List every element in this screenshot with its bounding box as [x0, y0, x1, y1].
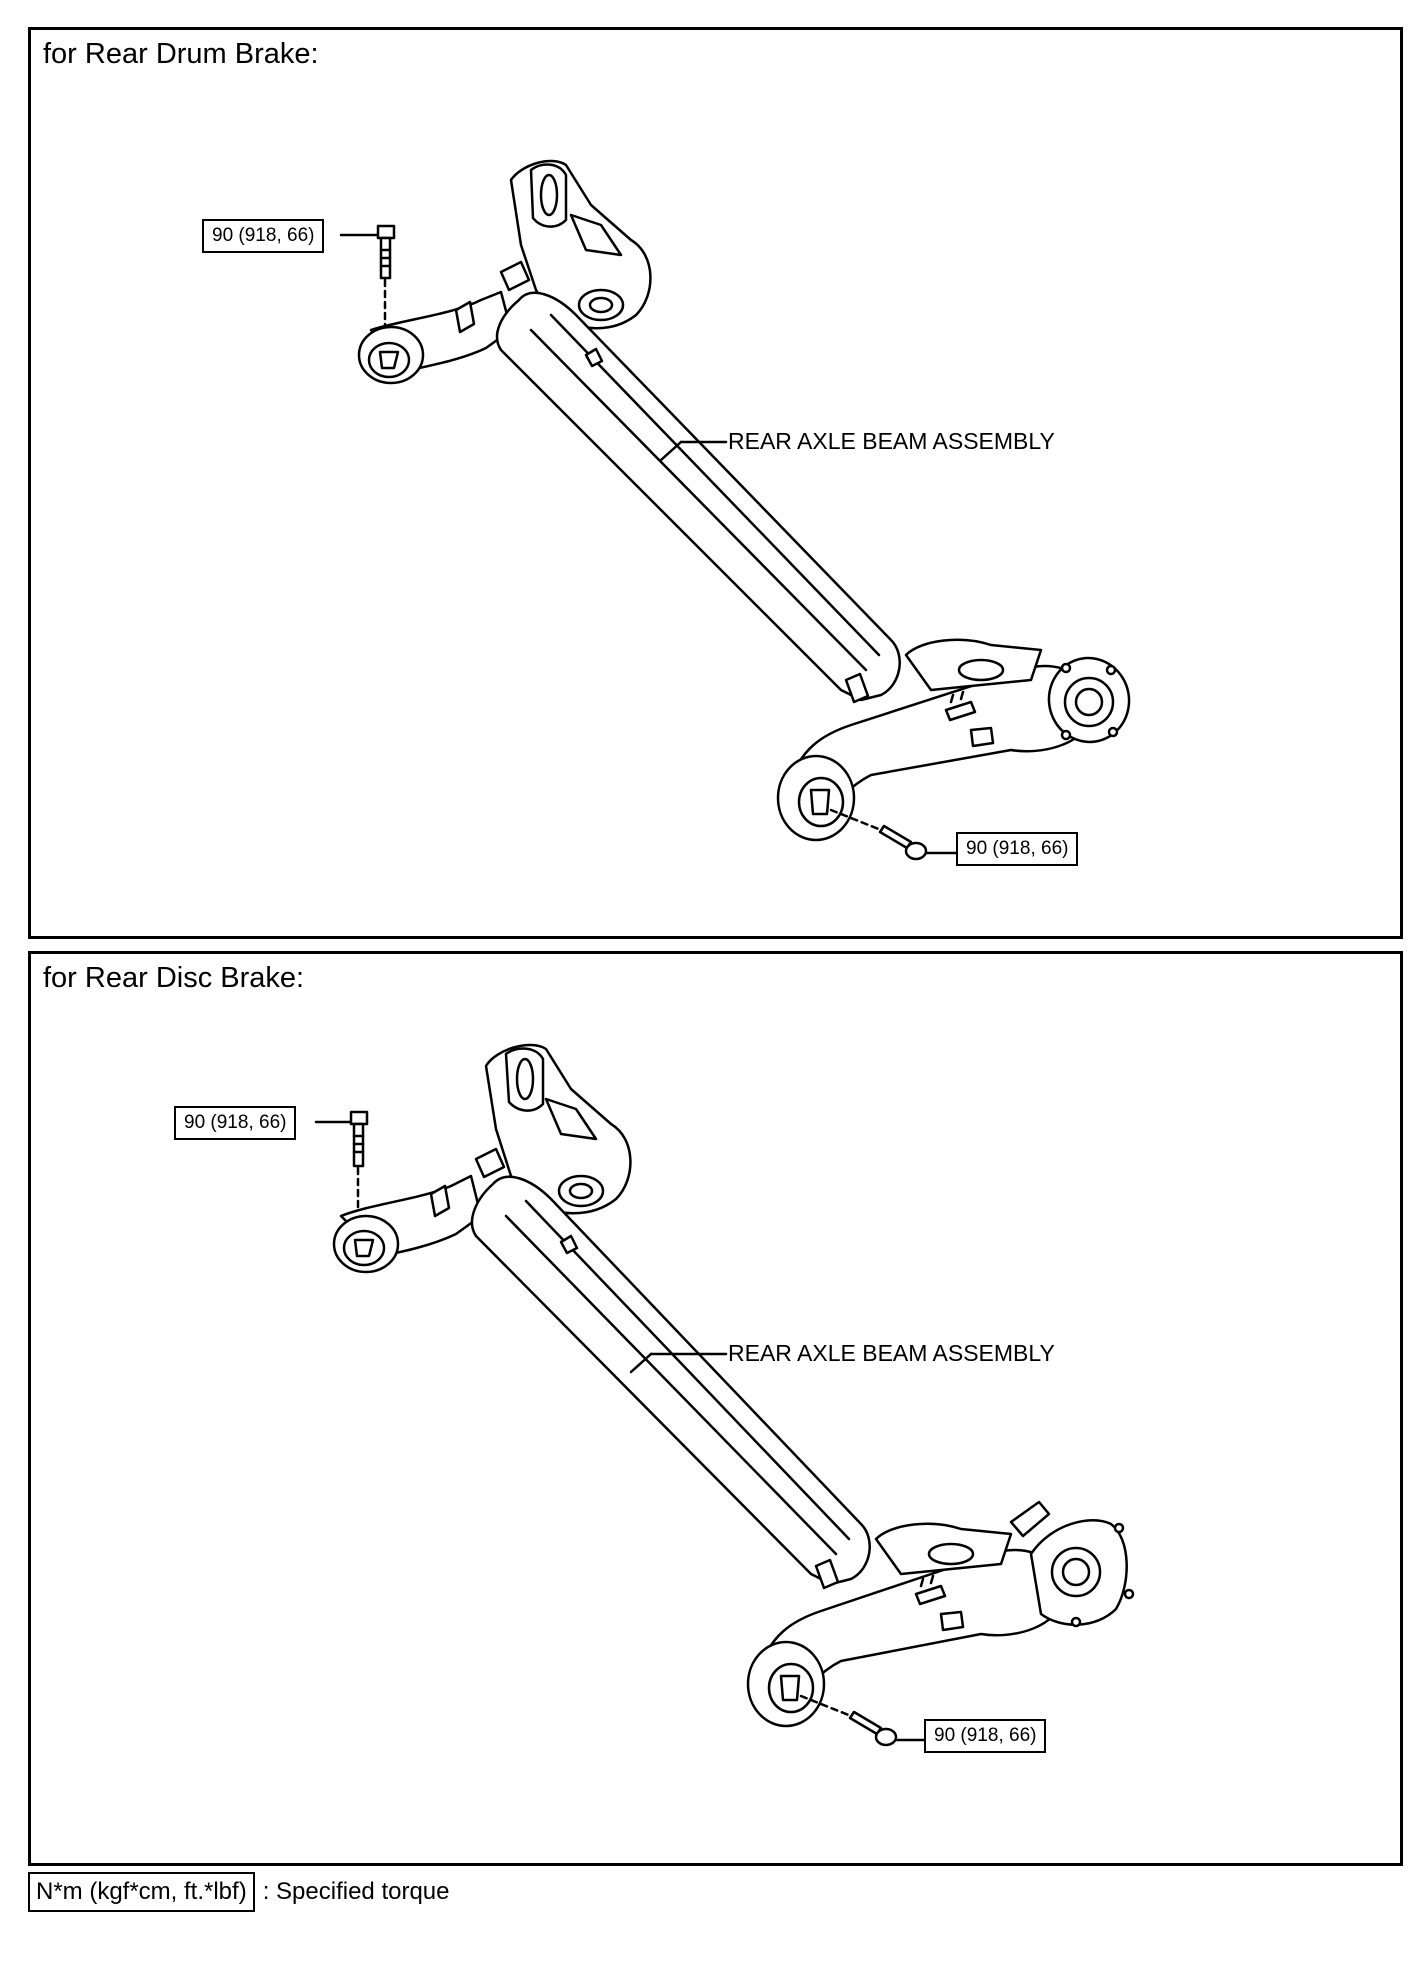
bottom-bolt-torque-box: 90 (918, 66) — [924, 1719, 1047, 1753]
torque-unit-box: N*m (kgf*cm, ft.*lbf) — [28, 1872, 255, 1912]
torque-legend-description: : Specified torque — [262, 1878, 450, 1905]
bottom-bolt-icon — [829, 808, 960, 861]
disc-brake-panel: for Rear Disc Brake: — [28, 951, 1403, 1866]
top-bolt-torque-box: 90 (918, 66) — [202, 219, 325, 253]
axle-beam — [495, 291, 901, 704]
part-label: REAR AXLE BEAM ASSEMBLY — [728, 428, 1055, 454]
drum-brake-axle-drawing — [339, 159, 1131, 861]
disc-brake-axle-drawing — [314, 1043, 1135, 1747]
right-trailing-arm — [776, 638, 1131, 842]
top-bolt-icon — [376, 224, 396, 337]
left-spring-seat — [509, 159, 652, 330]
axle-beam — [470, 1175, 871, 1590]
top-bolt-icon — [349, 1110, 369, 1221]
left-trailing-arm — [332, 1147, 506, 1274]
bottom-bolt-icon — [799, 1694, 928, 1747]
part-label: REAR AXLE BEAM ASSEMBLY — [728, 1340, 1055, 1366]
torque-legend: N*m (kgf*cm, ft.*lbf) : Specified torque — [28, 1872, 450, 1912]
left-spring-seat — [484, 1043, 632, 1215]
bottom-bolt-torque-box: 90 (918, 66) — [956, 832, 1079, 866]
drum-brake-panel: for Rear Drum Brake: — [28, 27, 1403, 939]
disc-brake-title: for Rear Disc Brake: — [43, 962, 305, 994]
left-trailing-arm — [357, 260, 531, 385]
right-trailing-arm — [746, 1500, 1135, 1728]
drum-brake-title: for Rear Drum Brake: — [43, 38, 319, 70]
top-bolt-torque-box: 90 (918, 66) — [174, 1106, 297, 1140]
